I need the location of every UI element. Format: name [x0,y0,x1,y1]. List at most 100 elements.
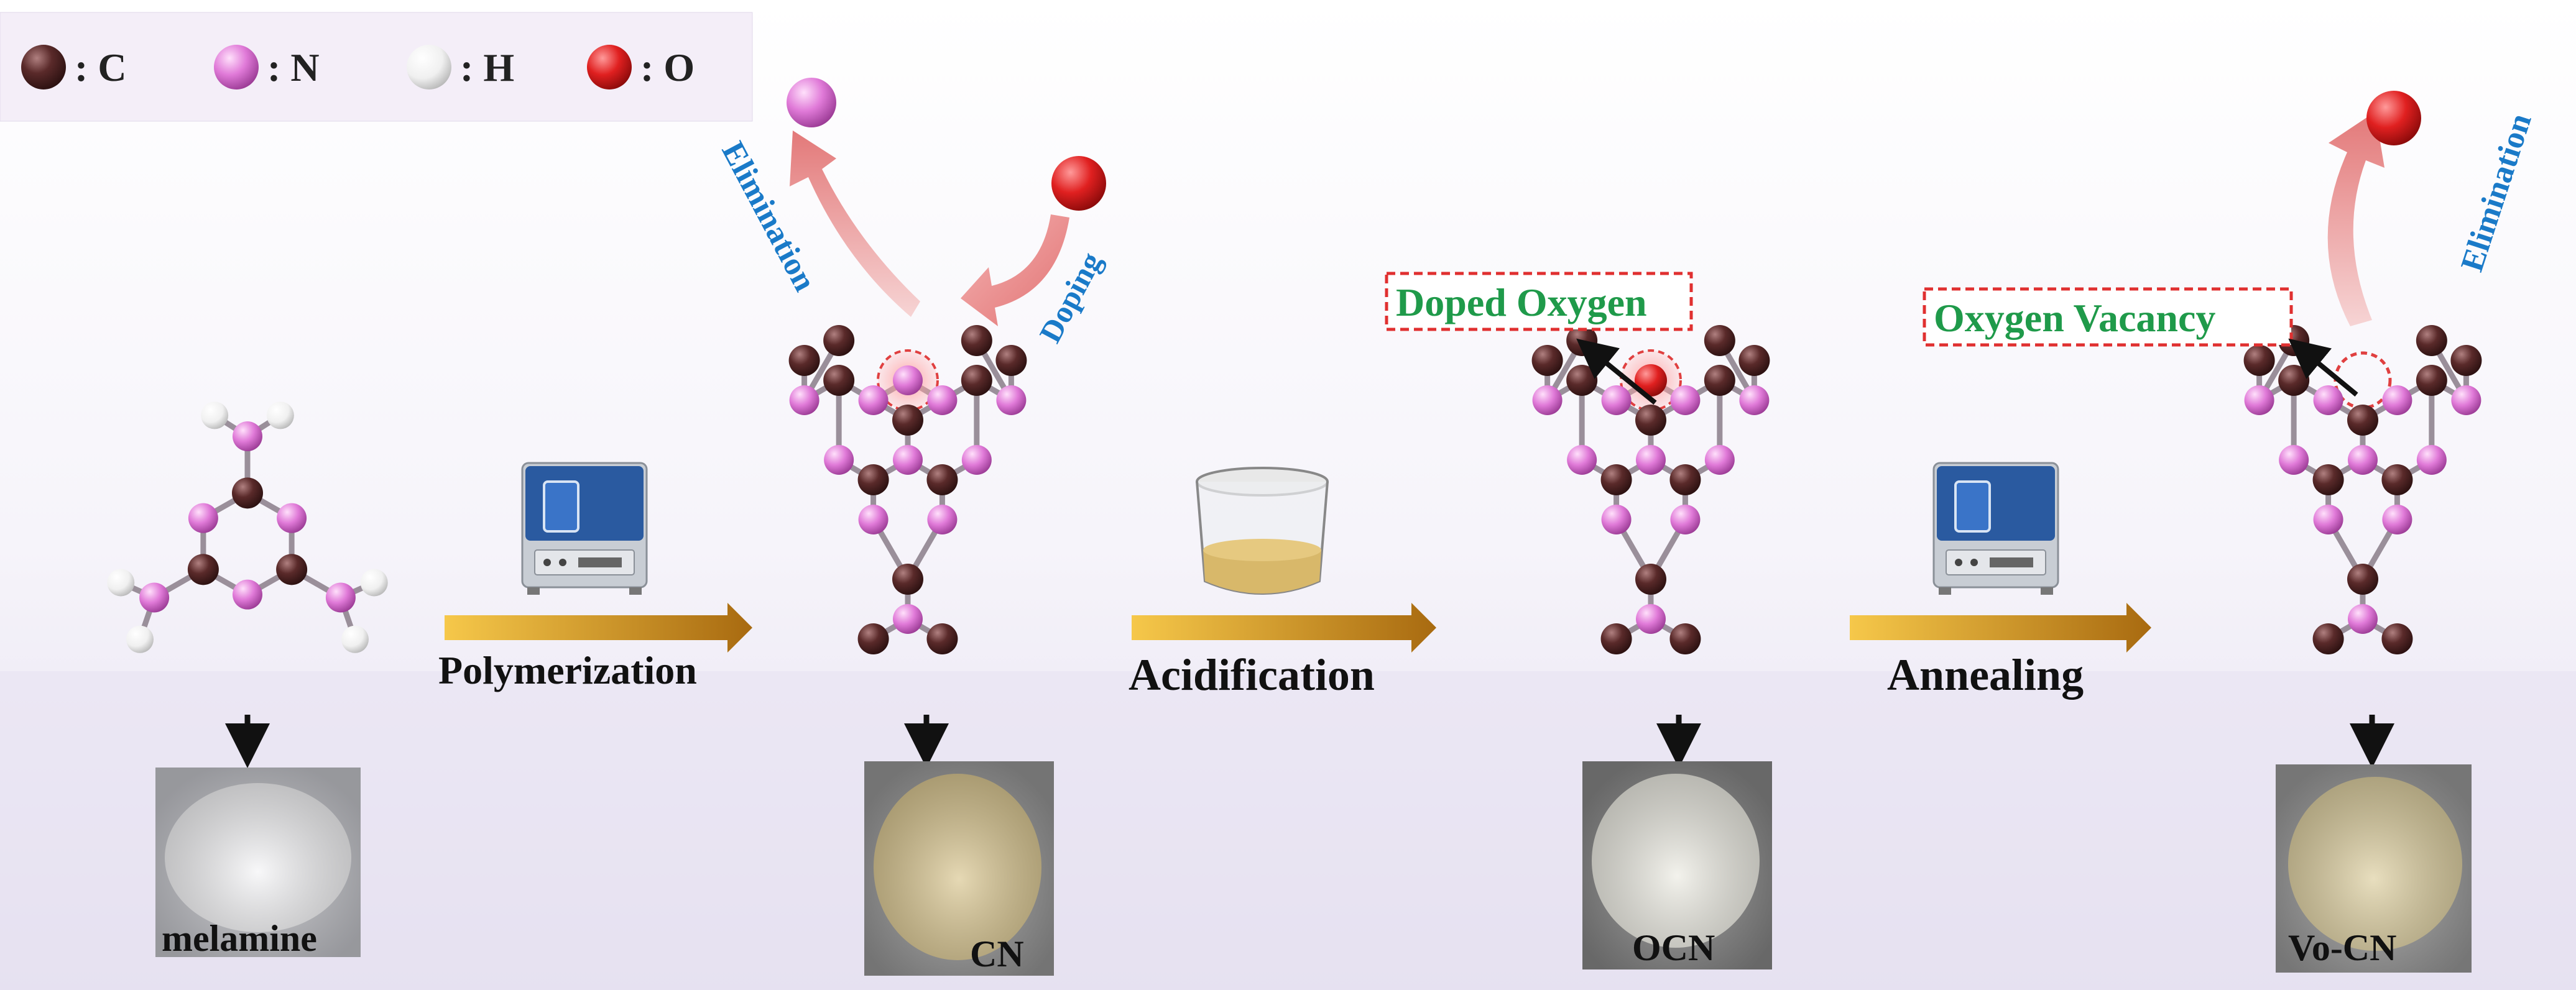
nitrogen-atom [789,385,819,415]
legend-oxygen-label: : O [640,45,695,89]
carbon-atom [1600,623,1632,654]
carbon-atom [2347,564,2378,595]
nitrogen-atom [927,505,958,534]
carbon-atom [1635,405,1666,436]
step-polymerization: Polymerization [438,603,752,692]
carbon-atom [2312,623,2344,654]
nitrogen-atom [1739,385,1770,415]
polymerization-label: Polymerization [438,648,697,692]
acidification-arrow [1132,603,1436,653]
hydrogen-atom [107,569,135,597]
carbon-atom [1600,464,1632,495]
nitrogen-atom [858,505,889,534]
vacancy-pointer [2288,338,2358,397]
vo-cn-label: Vo-CN [2288,927,2396,968]
legend-carbon-label: : C [75,45,127,89]
hydrogen-atom [266,401,294,429]
doped-oxygen-label: Doped Oxygen [1396,280,1647,324]
nitrogen-atom [139,582,170,613]
carbon-atom [2450,345,2482,376]
down-arrows [225,715,2394,768]
melamine-molecule [107,401,388,653]
nitrogen-atom [893,604,923,634]
sample-melamine: melamine [155,768,361,959]
carbon-atom [2278,365,2310,396]
nitrogen-atom [325,582,356,613]
nitrogen-atom [961,445,992,475]
carbon-atom [1704,365,1735,396]
sample-ocn: OCN [1582,761,1772,969]
carbon-atom [995,345,1027,376]
legend-hydrogen-atom [407,45,451,89]
carbon-atom [187,554,219,585]
nitrogen-atom [1567,445,1597,475]
polymerization-arrow [445,603,752,653]
cn-molecule [788,325,1027,654]
nitrogen-atom [2313,505,2343,534]
nitrogen-atom [2382,505,2412,534]
carbon-atom [2312,464,2344,495]
carbon-atom [2381,464,2413,495]
melamine-label: melamine [162,918,317,959]
carbon-atom [1566,365,1598,396]
nitrogen-atom [893,365,923,395]
nitrogen-atom [188,503,218,533]
ocn-label: OCN [1632,927,1715,968]
nitrogen-atom [233,579,262,610]
oxygen-vacancy-label: Oxygen Vacancy [1934,296,2215,340]
furnace-icon [521,462,648,595]
carbon-atom [1635,564,1666,595]
carbon-atom [961,325,992,356]
nitrogen-atom [2382,385,2412,415]
beaker-icon [1196,467,1329,595]
sample-vo-cn: Vo-CN [2276,764,2472,973]
doping-arrow [961,214,1069,326]
annealing-label: Annealing [1887,650,2084,700]
annealing-arrow [1850,603,2151,653]
nitrogen-atom [1704,445,1735,475]
elimination-arrow-2 [2327,112,2384,326]
hydrogen-atom [341,625,369,653]
nitrogen-atom [2348,604,2378,634]
carbon-atom [232,477,263,509]
carbon-atom [823,325,855,356]
carbon-atom [788,345,820,376]
carbon-atom [1738,345,1770,376]
step-acidification: Acidification [1129,603,1436,700]
carbon-atom [961,365,992,396]
hydrogen-atom [201,401,229,429]
legend-nitrogen-label: : N [267,45,320,89]
carbon-atom [892,564,923,595]
legend-hydrogen-label: : H [460,45,514,89]
nitrogen-atom [2451,385,2481,415]
nitrogen-atom [1636,445,1666,475]
carbon-atom [2347,405,2378,436]
carbon-atom [2416,325,2447,356]
vo-cn-molecule [2243,325,2482,654]
legend-carbon-atom [21,45,66,89]
carbon-atom [892,405,923,436]
legend-oxygen-atom [587,45,632,89]
carbon-atom [276,554,308,585]
carbon-atom [2416,365,2447,396]
carbon-atom [823,365,855,396]
nitrogen-atom [233,421,262,452]
nitrogen-atom [1636,604,1666,634]
eliminated-nitrogen-atom [787,78,836,127]
oxygen-vacancy-box [1923,287,2293,347]
molecular-structures [107,325,2482,654]
bottom-band [0,671,2576,990]
nitrogen-atom [824,445,854,475]
nitrogen-atom [1601,385,1632,415]
nitrogen-atom [1670,505,1701,534]
nitrogen-atom [927,385,958,415]
carbon-atom [1669,623,1701,654]
carbon-atom [2243,345,2275,376]
furnace-icon [1932,462,2059,595]
oxygen-atom [1635,364,1667,396]
nitrogen-atom [858,385,889,415]
cn-label: CN [970,933,1024,974]
legend-nitrogen-atom [214,45,259,89]
carbon-atom [2381,623,2413,654]
